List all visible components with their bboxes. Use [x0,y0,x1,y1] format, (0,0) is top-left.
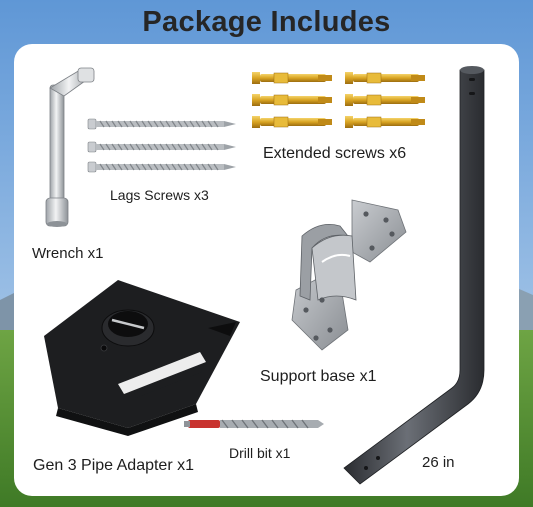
drill-bit-label: Drill bit x1 [229,445,291,461]
lag-screws-label: Lags Screws x3 [110,187,209,203]
page-title: Package Includes [142,6,391,38]
support-base-icon [291,199,407,351]
wrench-label: Wrench x1 [32,245,104,262]
wrench-icon [45,67,95,227]
pipe-length-label: 26 in [422,454,455,471]
extended-screws-label: Extended screws x6 [263,145,407,162]
pipe-adapter-icon [44,280,240,436]
pipe-adapter-label: Gen 3 Pipe Adapter x1 [33,457,194,474]
drill-bit-icon [184,419,324,429]
support-base-label: Support base x1 [260,368,377,385]
extended-screws-icon [252,72,425,128]
pipe-icon [343,66,485,485]
lag-screws-icon [87,118,236,173]
